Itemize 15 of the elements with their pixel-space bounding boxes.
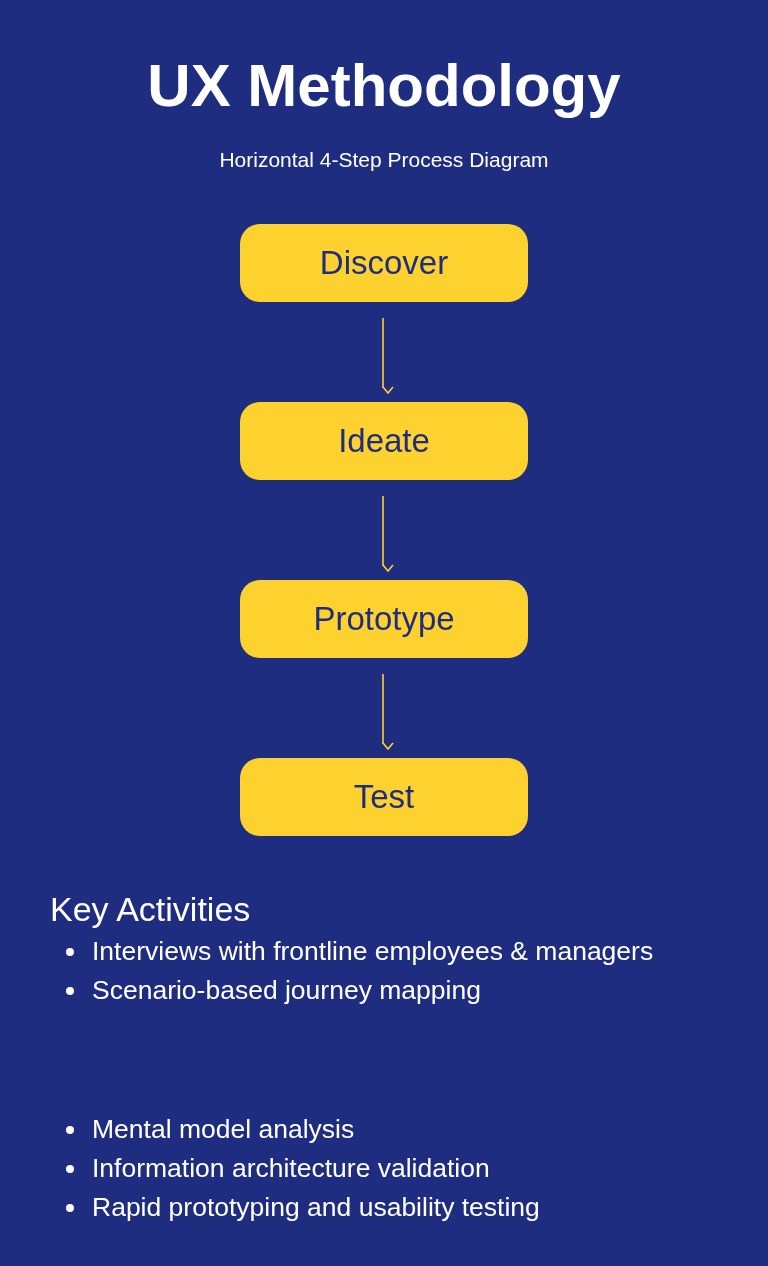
- subtitle: Horizontal 4-Step Process Diagram: [218, 147, 550, 173]
- section-heading: Key Activities: [50, 889, 252, 930]
- list-item: Scenario-based journey mapping: [92, 974, 481, 1007]
- step-box: Prototype: [240, 580, 528, 658]
- arrow: [382, 495, 394, 572]
- step-box: Ideate: [240, 402, 528, 480]
- list-item: Mental model analysis: [92, 1113, 355, 1146]
- list-item: Rapid prototyping and usability testing: [92, 1191, 540, 1224]
- step-box: Test: [240, 758, 528, 836]
- arrow: [382, 317, 394, 394]
- step-box: Discover: [240, 224, 528, 302]
- arrow: [382, 673, 394, 750]
- title: UX Methodology: [146, 51, 622, 121]
- list-item: Information architecture validation: [92, 1152, 490, 1185]
- list-item: Interviews with frontline employees & managers: [92, 935, 654, 968]
